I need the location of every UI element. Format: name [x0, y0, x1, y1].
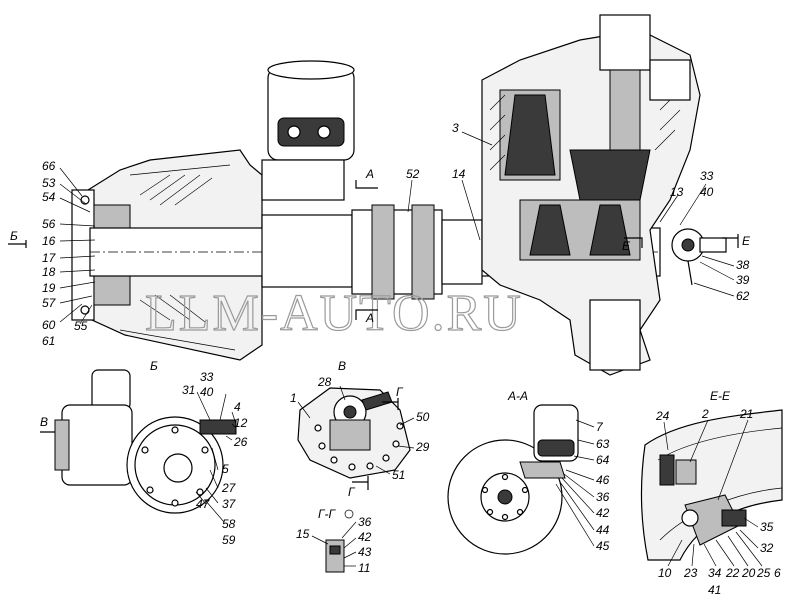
callout-4: 4 — [234, 400, 241, 414]
callout-64: 64 — [596, 453, 610, 467]
section-a-bottom: А — [365, 311, 374, 325]
callout-45: 45 — [596, 539, 610, 553]
callout-1: 1 — [290, 391, 297, 405]
callout-35: 35 — [760, 520, 774, 534]
callout-26: 26 — [233, 435, 248, 449]
callout-39: 39 — [736, 273, 750, 287]
reducer-gears — [499, 14, 651, 371]
callout-16: 16 — [42, 234, 56, 248]
view-b-brake-chamber — [91, 369, 131, 411]
callout-23: 23 — [683, 566, 698, 580]
callout-42-a: 42 — [596, 506, 610, 520]
callout-2: 2 — [701, 407, 709, 421]
section-g-bottom: Г — [348, 485, 356, 499]
callout-3: 3 — [452, 121, 459, 135]
callout-40: 40 — [700, 185, 714, 199]
callout-13: 13 — [670, 185, 684, 199]
callout-58: 58 — [222, 517, 236, 531]
view-v-title: В — [338, 359, 346, 373]
view-v: В Г Г 28 1 50 29 51 — [290, 359, 430, 499]
callout-44: 44 — [596, 523, 610, 537]
view-aa-title: А-А — [507, 389, 528, 403]
callout-53: 53 — [42, 176, 56, 190]
callout-37: 37 — [222, 497, 237, 511]
callout-15: 15 — [296, 527, 310, 541]
view-aa: А-А 7 63 64 46 36 42 44 45 — [447, 389, 610, 555]
callout-21: 21 — [739, 407, 753, 421]
callout-33: 33 — [700, 169, 714, 183]
callout-11: 11 — [358, 561, 370, 575]
callout-28: 28 — [317, 375, 332, 389]
callout-52: 52 — [406, 167, 420, 181]
view-b-title: Б — [150, 359, 158, 373]
callout-6: 6 — [774, 566, 781, 580]
chamber-bracket — [261, 159, 345, 201]
view-ee-title: Е-Е — [710, 389, 731, 403]
callout-57: 57 — [42, 296, 57, 310]
callout-36-a: 36 — [596, 490, 610, 504]
callout-41: 41 — [708, 583, 721, 597]
bottom-flange — [589, 299, 641, 371]
top-flange — [599, 14, 651, 71]
callouts-main: 66 53 54 56 16 17 18 19 57 60 61 55 52 1… — [42, 121, 750, 348]
callout-62: 62 — [736, 289, 750, 303]
callout-61: 61 — [42, 334, 55, 348]
section-a-top: А — [365, 167, 374, 181]
callout-7: 7 — [596, 420, 604, 434]
callout-56: 56 — [42, 217, 56, 231]
callout-46: 46 — [596, 473, 610, 487]
leader-lines-main — [59, 131, 735, 325]
callout-36-g: 36 — [358, 515, 372, 529]
callout-32: 32 — [760, 541, 774, 555]
callout-20: 20 — [741, 566, 756, 580]
view-gg-title: Г-Г — [318, 507, 337, 521]
callout-31: 31 — [182, 383, 195, 397]
callout-50: 50 — [416, 410, 430, 424]
callout-55: 55 — [74, 319, 88, 333]
callout-59: 59 — [222, 533, 236, 547]
section-g-top: Г — [396, 385, 404, 399]
view-v-bolt-ring — [314, 422, 404, 471]
callout-54: 54 — [42, 190, 56, 204]
callout-10: 10 — [658, 566, 672, 580]
section-e-left: Е — [622, 239, 631, 253]
section-e-right: Е — [742, 234, 751, 248]
callout-29: 29 — [415, 440, 430, 454]
callout-60: 60 — [42, 318, 56, 332]
callout-19: 19 — [42, 281, 56, 295]
left-housing-hatch — [139, 174, 213, 323]
callout-43: 43 — [358, 545, 372, 559]
section-b-mark: Б — [10, 229, 18, 243]
callout-12: 12 — [234, 416, 248, 430]
callout-24: 24 — [655, 409, 670, 423]
callout-51: 51 — [392, 468, 405, 482]
callout-42-g: 42 — [358, 530, 372, 544]
callout-66: 66 — [42, 159, 56, 173]
callout-34: 34 — [708, 566, 722, 580]
view-b-hub — [61, 404, 133, 486]
callout-33-b: 33 — [200, 370, 214, 384]
view-b-adjuster — [199, 419, 237, 435]
callout-40-b: 40 — [200, 385, 214, 399]
view-b-arrow-label: В — [40, 415, 48, 429]
callout-25: 25 — [756, 566, 771, 580]
callout-5: 5 — [222, 462, 229, 476]
view-gg: Г-Г 36 15 42 43 11 — [296, 507, 372, 575]
callout-18: 18 — [42, 265, 56, 279]
view-b: Б В 31 33 40 4 12 26 5 27 37 47 — [40, 359, 248, 547]
callout-47: 47 — [196, 497, 211, 511]
callout-27: 27 — [221, 481, 237, 495]
callout-63: 63 — [596, 437, 610, 451]
main-assembly — [71, 14, 727, 376]
watermark: LLM-AUTO.RU — [145, 285, 523, 342]
view-ee: Е-Е 24 2 21 35 32 10 23 34 41 22 20 25 6 — [640, 389, 783, 597]
callout-14: 14 — [452, 167, 466, 181]
callout-17: 17 — [42, 251, 57, 265]
view-gg-pin — [325, 539, 345, 573]
section-markers-main: Б А А Е Е — [8, 167, 751, 325]
callout-22: 22 — [725, 566, 740, 580]
callout-38: 38 — [736, 258, 750, 272]
